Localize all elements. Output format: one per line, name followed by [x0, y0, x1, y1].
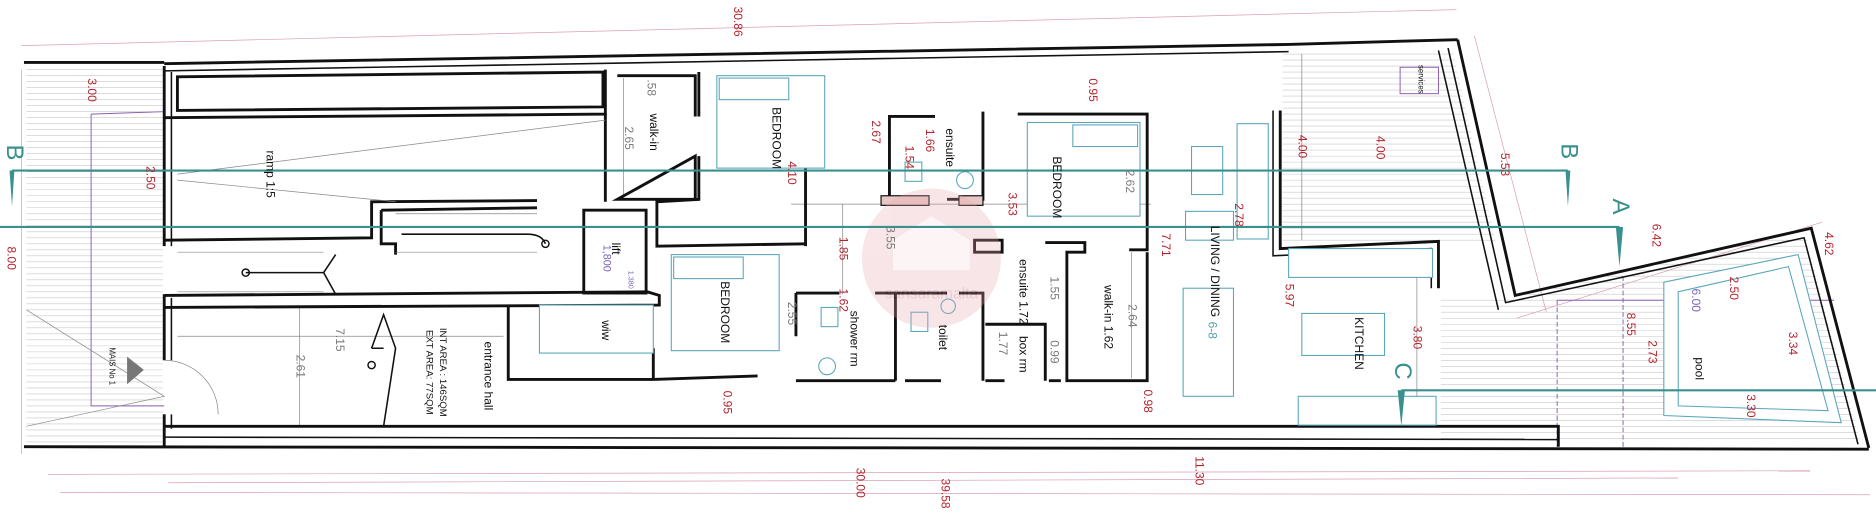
room-label-ensuite-1: ensuite	[943, 128, 957, 167]
dimension-label: 3.34	[1786, 332, 1800, 356]
dimension-label: 0.98	[1141, 389, 1155, 413]
dimension-label: 3.30	[1744, 394, 1758, 418]
dimension-label: 5.97	[1282, 284, 1296, 308]
room-label-wiw: wiw	[599, 319, 613, 340]
dimension-label: 4.10	[785, 161, 799, 185]
room-label-bedroom-1: BEDROOM	[769, 107, 783, 169]
room-label-toilet: toilet	[936, 325, 950, 351]
room-label-ramp: ramp 1:5	[264, 150, 278, 198]
dimension-labels: 30.86 3.00 2.50 8.00 .58 2.65 7.15 2.61 …	[5, 7, 1836, 509]
dimension-label: 0.95	[720, 391, 734, 415]
dimension-label: 2.67	[869, 120, 883, 144]
section-label-c: C	[1389, 362, 1416, 379]
dimension-label: 30.00	[853, 468, 867, 498]
dimension-label: 3.53	[1006, 192, 1020, 216]
dimension-label: 2.78	[1232, 203, 1246, 227]
dimension-label: 5.53	[1498, 153, 1512, 177]
ext-area-label: EXT AREA: 77SQM	[424, 330, 435, 415]
sofa	[1236, 123, 1269, 240]
dimension-label: 3.55	[883, 226, 897, 250]
dimension-label: 3.80	[1411, 326, 1425, 350]
dimension-label: 1.62	[837, 289, 851, 313]
dining-table	[1182, 287, 1235, 397]
paving-hatch	[26, 53, 1860, 443]
dimension-label: 1.85	[837, 237, 851, 261]
room-label-kitchen: KITCHEN	[1352, 317, 1366, 370]
room-label-walk-in: walk-in	[647, 112, 661, 150]
stairs	[26, 119, 606, 427]
dimension-label: .58	[645, 79, 659, 96]
dimension-label: 4.00	[1296, 135, 1310, 159]
dining-seats-label: 6-8	[1206, 322, 1220, 340]
dimension-label: 3.00	[85, 78, 99, 102]
dimension-label: 1.54	[902, 146, 916, 170]
dimension-label: 1.77	[996, 332, 1010, 356]
dimension-label: 0.95	[1086, 78, 1100, 102]
dimension-label: 1.66	[923, 129, 937, 153]
room-label-living-dining: LIVING / DINING	[1208, 226, 1222, 317]
watermark-logo: sansaramalta	[861, 188, 1001, 328]
dimension-label: 4.62	[1822, 232, 1836, 256]
section-label-b-left: B	[1, 145, 28, 161]
room-label-walk-in-2: walk-in 1.62	[1101, 284, 1115, 349]
dimension-label: 6.00	[1689, 289, 1703, 313]
room-label-entrance-hall: entrance hall	[482, 342, 496, 411]
room-label-services: services	[1416, 65, 1425, 94]
dimension-label: 11.30	[1193, 456, 1207, 485]
dimension-label: 0.99	[1048, 340, 1062, 364]
room-label-lift: lift	[609, 243, 623, 256]
int-area-label: INT AREA : 146SQM	[437, 328, 448, 417]
watermark-text: sansaramalta	[885, 285, 979, 302]
section-label-a: A	[1607, 199, 1634, 215]
dimension-label: 1.55	[1048, 277, 1062, 301]
room-label-bedroom-3: BEDROOM	[718, 281, 732, 343]
dimension-label: 2.73	[1646, 340, 1660, 364]
furniture	[538, 75, 1842, 426]
room-labels: walk-in ramp 1:5 lift wiw entrance hall …	[107, 65, 1706, 417]
dimension-label: 2.50	[144, 166, 158, 190]
dimension-label: 2.50	[1727, 277, 1741, 301]
dimension-label: 7.15	[333, 328, 347, 352]
dimension-label: 8.55	[1624, 313, 1638, 337]
dimension-label: 2.64	[1125, 304, 1139, 328]
dimension-label: 2.55	[785, 302, 799, 326]
dimension-label: 2.61	[294, 355, 308, 379]
dimension-label: 2.65	[622, 126, 636, 150]
section-markers: B B A C	[0, 143, 1876, 427]
room-label-ensuite-2: ensuite 1.72	[1016, 259, 1030, 325]
dimension-label: 7.71	[1159, 233, 1173, 257]
dimension-lines	[21, 9, 1871, 496]
dimension-label: 1,800	[601, 245, 613, 272]
dimension-label: 4.00	[1374, 136, 1388, 160]
kitchen-island	[1301, 312, 1386, 357]
dimension-label: 2.62	[1123, 170, 1137, 194]
dimension-label: 1.380	[627, 271, 636, 289]
mais-label: MAIS No 1	[107, 347, 116, 385]
room-label-bedroom-2: BEDROOM	[1050, 156, 1064, 218]
room-label-shower-rm: shower rm	[847, 311, 861, 367]
room-label-box-rm: box rm	[1016, 336, 1030, 373]
dimension-label: 8.00	[5, 247, 19, 271]
dimension-label: 39.58	[938, 479, 952, 509]
dimension-label: 30.86	[731, 7, 745, 37]
walls	[23, 38, 1871, 451]
room-label-pool: pool	[1692, 357, 1706, 380]
dimension-label: 6.42	[1649, 224, 1663, 248]
section-label-b-right: B	[1556, 143, 1583, 159]
